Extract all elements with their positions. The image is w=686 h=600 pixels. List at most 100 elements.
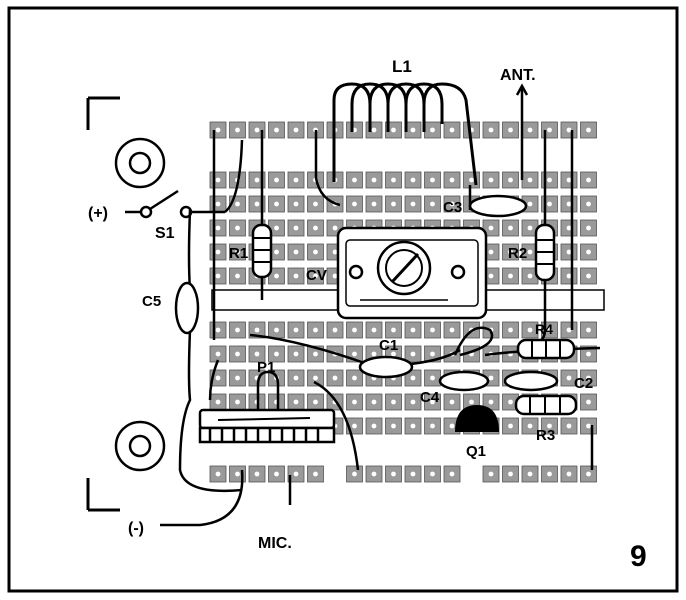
pad-hole <box>313 249 318 255</box>
pad-hole <box>586 423 591 429</box>
pad-hole <box>293 177 299 183</box>
pad-hole <box>391 127 396 133</box>
pad-hole <box>469 177 474 183</box>
capacitor-c3 <box>468 194 528 218</box>
pad-hole <box>430 375 435 381</box>
pad-hole <box>332 225 338 231</box>
pad-hole <box>488 273 494 279</box>
pad-hole <box>293 249 299 255</box>
pad-hole <box>527 225 533 231</box>
pad-hole <box>215 127 221 133</box>
pad-hole <box>469 399 474 405</box>
pad-hole <box>488 375 494 381</box>
pad-hole <box>215 351 221 357</box>
pad-hole <box>254 127 260 133</box>
pad-hole <box>566 327 572 333</box>
pad-hole <box>371 351 377 357</box>
pad-hole <box>430 177 435 183</box>
pad-hole <box>391 177 396 183</box>
pad-hole <box>215 273 221 279</box>
pad-hole <box>527 423 533 429</box>
pad-hole <box>313 225 318 231</box>
capacitor-c4 <box>438 370 490 392</box>
pad-hole <box>293 399 299 405</box>
pad-hole <box>488 249 494 255</box>
label-plus: (+) <box>88 205 108 222</box>
pad-hole <box>586 201 591 207</box>
pad-hole <box>215 201 221 207</box>
pad-hole <box>371 423 377 429</box>
label-s1: S1 <box>155 225 175 242</box>
pad-hole <box>371 471 377 477</box>
capacitor-c1 <box>358 355 414 379</box>
pad-hole <box>547 177 552 183</box>
pad-hole <box>215 177 221 183</box>
pad-hole <box>586 177 591 183</box>
pad-hole <box>235 201 240 207</box>
pad-hole <box>566 375 572 381</box>
pad-hole <box>488 177 494 183</box>
pad-hole <box>293 351 299 357</box>
pad-hole <box>352 201 357 207</box>
pad-hole <box>566 225 572 231</box>
pad-hole <box>371 399 377 405</box>
pad-hole <box>215 249 221 255</box>
pad-hole <box>547 327 552 333</box>
pad-hole <box>274 177 279 183</box>
pad-hole <box>235 127 240 133</box>
pad-hole <box>508 423 513 429</box>
wire-leads <box>160 83 601 527</box>
pad-hole <box>391 399 396 405</box>
label-ant: ANT. <box>500 67 536 84</box>
pad-hole <box>391 471 396 477</box>
pad-hole <box>313 327 318 333</box>
pad-hole <box>215 399 221 405</box>
pad-hole <box>332 327 338 333</box>
figure-frame <box>7 6 679 593</box>
resistor-r1 <box>251 223 273 279</box>
pad-hole <box>391 201 396 207</box>
pad-hole <box>449 399 455 405</box>
pad-hole <box>430 351 435 357</box>
pad-hole <box>547 201 552 207</box>
pad-hole <box>235 375 240 381</box>
pad-hole <box>352 471 357 477</box>
pad-hole <box>371 127 377 133</box>
pad-hole <box>430 471 435 477</box>
pad-hole <box>586 351 591 357</box>
pad-hole <box>488 225 494 231</box>
label-c1: C1 <box>379 337 398 354</box>
pad-hole <box>586 127 591 133</box>
pad-hole <box>586 249 591 255</box>
pad-hole <box>254 177 260 183</box>
pad-hole <box>566 249 572 255</box>
pad-hole <box>527 471 533 477</box>
label-minus: (-) <box>128 520 144 537</box>
pad-hole <box>313 375 318 381</box>
pad-hole <box>566 177 572 183</box>
pad-hole <box>254 201 260 207</box>
mounting-post-top <box>114 137 166 189</box>
pad-hole <box>254 327 260 333</box>
pad-hole <box>508 249 513 255</box>
pad-hole <box>215 471 221 477</box>
label-c5: C5 <box>142 293 161 310</box>
pad-hole <box>586 471 591 477</box>
pad-hole <box>371 177 377 183</box>
pad-hole <box>352 177 357 183</box>
pad-hole <box>293 375 299 381</box>
label-c3: C3 <box>443 199 462 216</box>
pad-hole <box>586 399 591 405</box>
pad-hole <box>371 201 377 207</box>
pad-hole <box>488 127 494 133</box>
pad-hole <box>586 273 591 279</box>
pad-hole <box>449 423 455 429</box>
pad-hole <box>274 201 279 207</box>
pad-hole <box>410 177 416 183</box>
pad-hole <box>430 399 435 405</box>
trimmer-capacitor-cv <box>336 226 488 320</box>
pad-hole <box>313 201 318 207</box>
pad-hole <box>527 201 533 207</box>
pad-hole <box>274 225 279 231</box>
pad-hole <box>332 273 338 279</box>
